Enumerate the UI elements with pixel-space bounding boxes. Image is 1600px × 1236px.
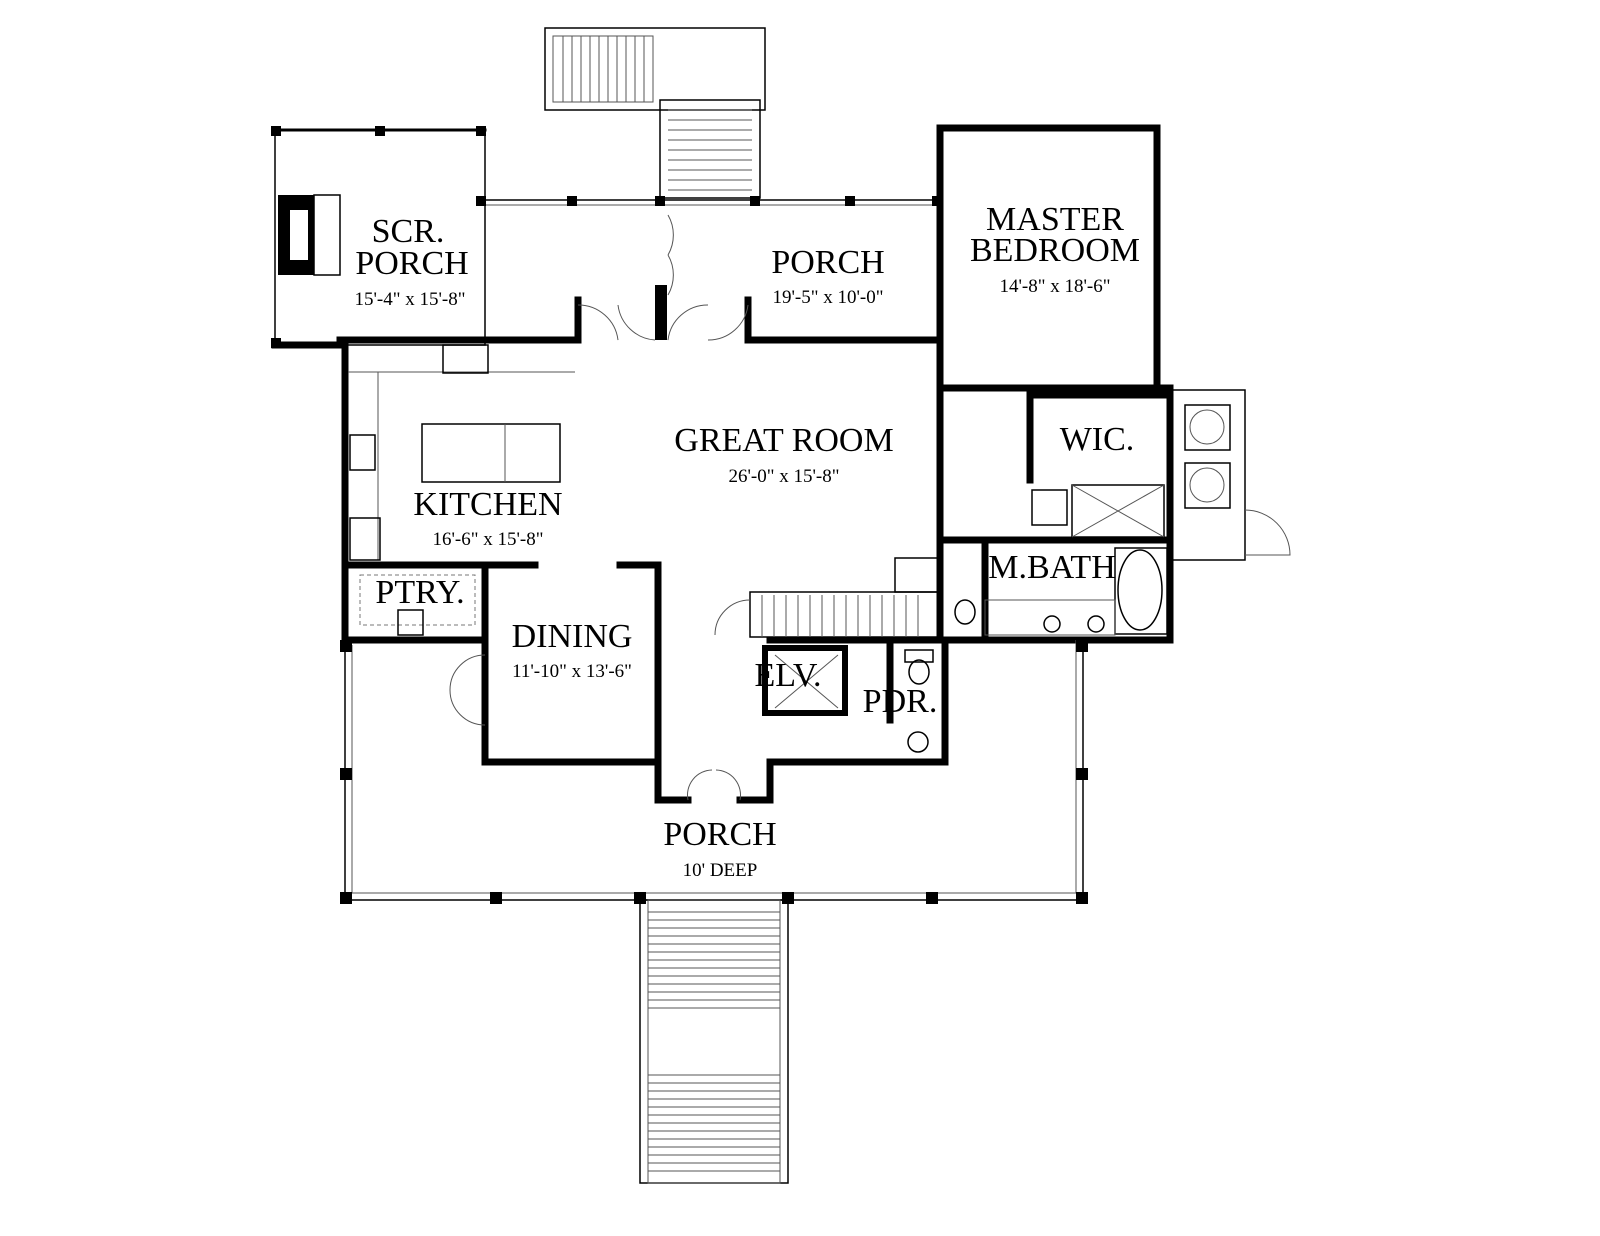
front-porch-size: 10' DEEP [683, 860, 758, 881]
elevator [762, 645, 848, 716]
kitchen-label: KITCHEN [413, 486, 562, 523]
pantry-label: PTRY. [375, 574, 464, 611]
front-porch-label: PORCH [663, 816, 776, 853]
powder-label: PDR. [863, 683, 938, 720]
rear-stairs [544, 27, 766, 199]
dining-label: DINING [512, 618, 633, 655]
scr-porch-label: SCR. [372, 213, 445, 250]
wic-label: WIC. [1060, 421, 1135, 458]
elevator-label: ELV. [754, 657, 821, 694]
ac-units [1171, 389, 1291, 561]
kitchen-fixtures [348, 344, 575, 561]
exterior-walls [336, 124, 1174, 804]
rear-porch-label: PORCH [771, 244, 884, 281]
kitchen-size: 16'-6" x 15'-8" [432, 529, 543, 550]
screened-porch [271, 126, 487, 349]
great-room-label: GREAT ROOM [674, 422, 893, 459]
interior-stairs [714, 557, 939, 638]
master-bath-label: M.BATH [988, 549, 1116, 586]
scr-porch-label-2: PORCH [355, 245, 468, 282]
front-stairs [639, 899, 789, 1184]
master-bedroom-label: MASTER [986, 201, 1124, 238]
rear-porch-size: 19'-5" x 10'-0" [772, 287, 883, 308]
master-bedroom-label-2: BEDROOM [970, 232, 1140, 269]
dining-size: 11'-10" x 13'-6" [512, 661, 632, 682]
scr-porch-size: 15'-4" x 15'-8" [354, 289, 465, 310]
master-bedroom-size: 14'-8" x 18'-6" [999, 276, 1110, 297]
great-room-size: 26'-0" x 15'-8" [728, 466, 839, 487]
